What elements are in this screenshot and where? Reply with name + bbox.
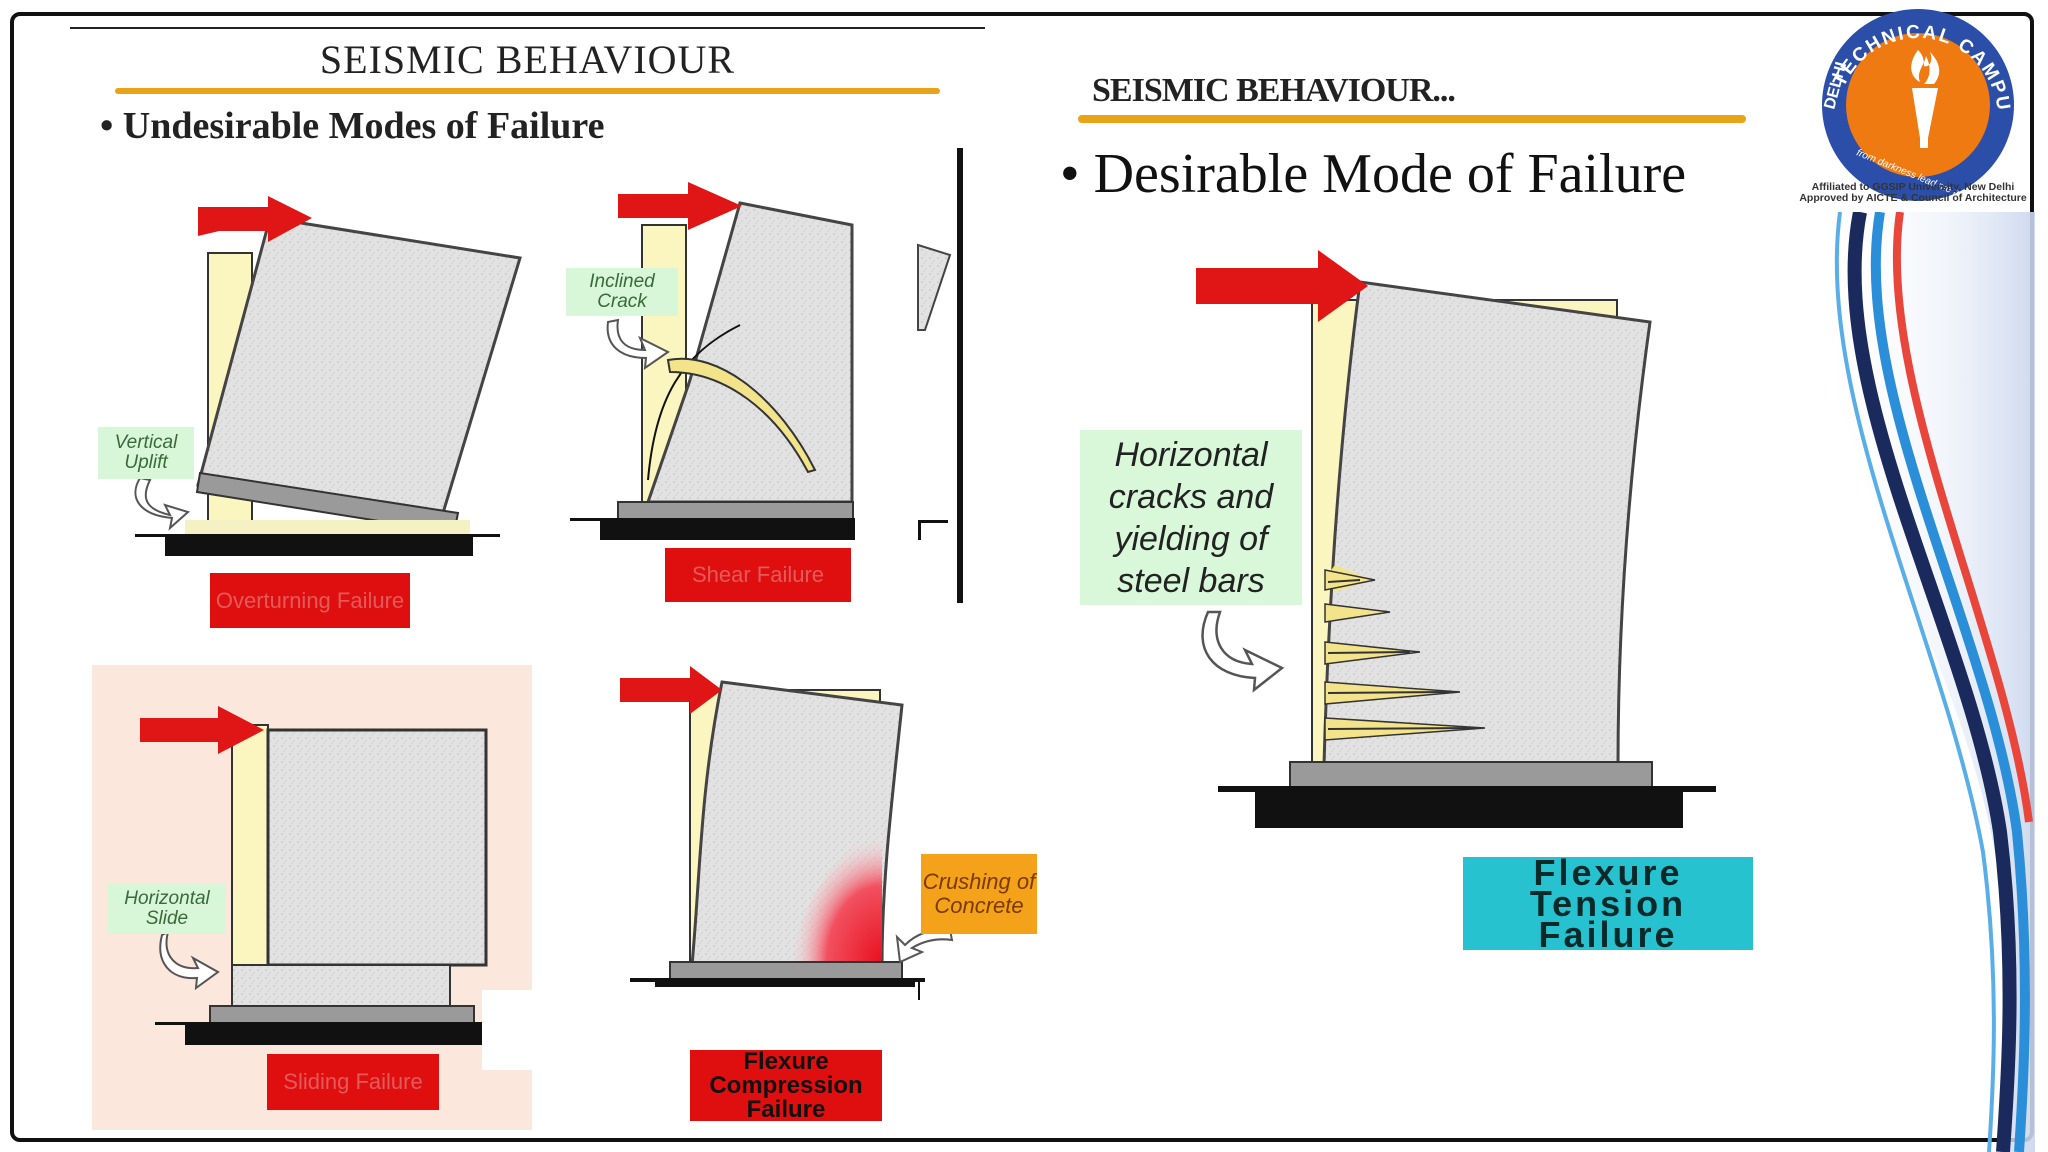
right-panel-title: SEISMIC BEHAVIOUR... — [1092, 72, 1456, 109]
shear-force-arrow — [618, 194, 688, 218]
sliding-force-arrow — [140, 718, 218, 742]
flexure-compression-failure-label: Flexure Compression Failure — [690, 1049, 882, 1121]
logo-affiliation-line-1: Affiliated to GGSIP University, New Delh… — [1811, 181, 2015, 193]
left-panel-bullet: • Undesirable Modes of Failure — [100, 105, 605, 147]
flexure-compression-diagram — [620, 666, 954, 1000]
crushing-of-concrete-label: Crushing of Concrete — [921, 854, 1037, 934]
sliding-failure-label: Sliding Failure — [267, 1054, 439, 1110]
shear-diagram — [570, 182, 952, 540]
curved-arrow-icon — [134, 476, 190, 531]
logo-affiliation-line-2: Approved by AICTE & Council of Architect… — [1799, 192, 2027, 204]
flexure-tension-force-arrow — [1196, 268, 1324, 304]
left-top-rule — [70, 27, 985, 29]
torch-icon — [1911, 50, 1940, 148]
left-panel-title: SEISMIC BEHAVIOUR — [319, 37, 736, 82]
college-logo: TECHNICAL CAMPUS DELHI from darkness lea… — [1808, 8, 2014, 208]
shear-failure-label: Shear Failure — [665, 548, 851, 602]
decorative-swoosh — [1813, 212, 2035, 1152]
flexure-tension-diagram — [1196, 250, 1716, 828]
left-title-underline — [115, 88, 940, 94]
logo-affiliation: Affiliated to GGSIP University, New Delh… — [1783, 182, 2043, 204]
horizontal-slide-label: Horizontal Slide — [108, 884, 226, 934]
curved-arrow-icon — [606, 318, 670, 371]
right-panel-bullet: • Desirable Mode of Failure — [1060, 143, 1687, 205]
flexure-compression-force-arrow — [620, 678, 690, 702]
overturning-diagram — [134, 196, 522, 556]
vertical-uplift-label: Vertical Uplift — [98, 427, 194, 479]
overturning-force-arrow — [198, 207, 268, 231]
panel-divider — [957, 148, 963, 603]
flexure-tension-failure-label: Flexure Tension Failure — [1463, 855, 1753, 953]
curved-arrow-icon — [1201, 610, 1285, 693]
inclined-crack-label: Inclined Crack — [566, 268, 678, 316]
horizontal-cracks-label: Horizontal cracks and yielding of steel … — [1080, 430, 1302, 605]
curved-arrow-icon — [159, 930, 220, 991]
right-title-underline — [1078, 115, 1746, 123]
overturning-failure-label: Overturning Failure — [210, 573, 410, 628]
curved-arrow-icon — [895, 928, 954, 964]
